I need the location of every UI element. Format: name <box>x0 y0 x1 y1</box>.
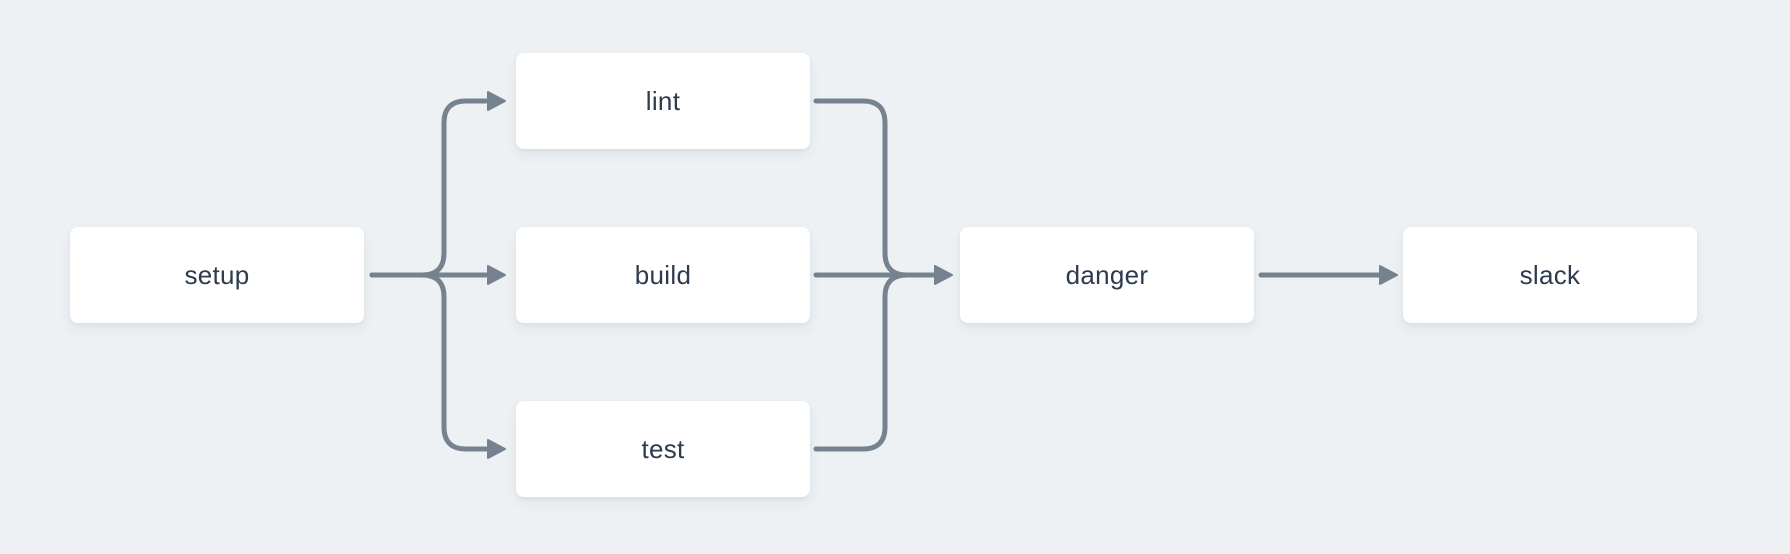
edge-setup-lint <box>369 98 489 278</box>
node-build[interactable]: build <box>516 227 810 323</box>
node-lint[interactable]: lint <box>516 53 810 149</box>
node-test-label: test <box>641 434 685 464</box>
node-setup[interactable]: setup <box>70 227 364 323</box>
node-danger-label: danger <box>1065 260 1149 290</box>
node-lint-label: lint <box>645 86 681 116</box>
node-slack-label: slack <box>1519 260 1581 290</box>
arrowhead-lint <box>487 91 506 111</box>
edge-setup-test <box>369 272 489 452</box>
node-slack[interactable]: slack <box>1403 227 1697 323</box>
node-danger[interactable]: danger <box>960 227 1254 323</box>
node-build-label: build <box>634 260 692 290</box>
edge-lint-danger <box>813 98 910 278</box>
node-test[interactable]: test <box>516 401 810 497</box>
edge-test-danger <box>813 272 910 452</box>
arrowhead-danger <box>934 265 953 285</box>
arrowhead-build <box>487 265 506 285</box>
arrowhead-test <box>487 439 506 459</box>
arrowhead-slack <box>1379 265 1398 285</box>
node-setup-label: setup <box>184 260 250 290</box>
